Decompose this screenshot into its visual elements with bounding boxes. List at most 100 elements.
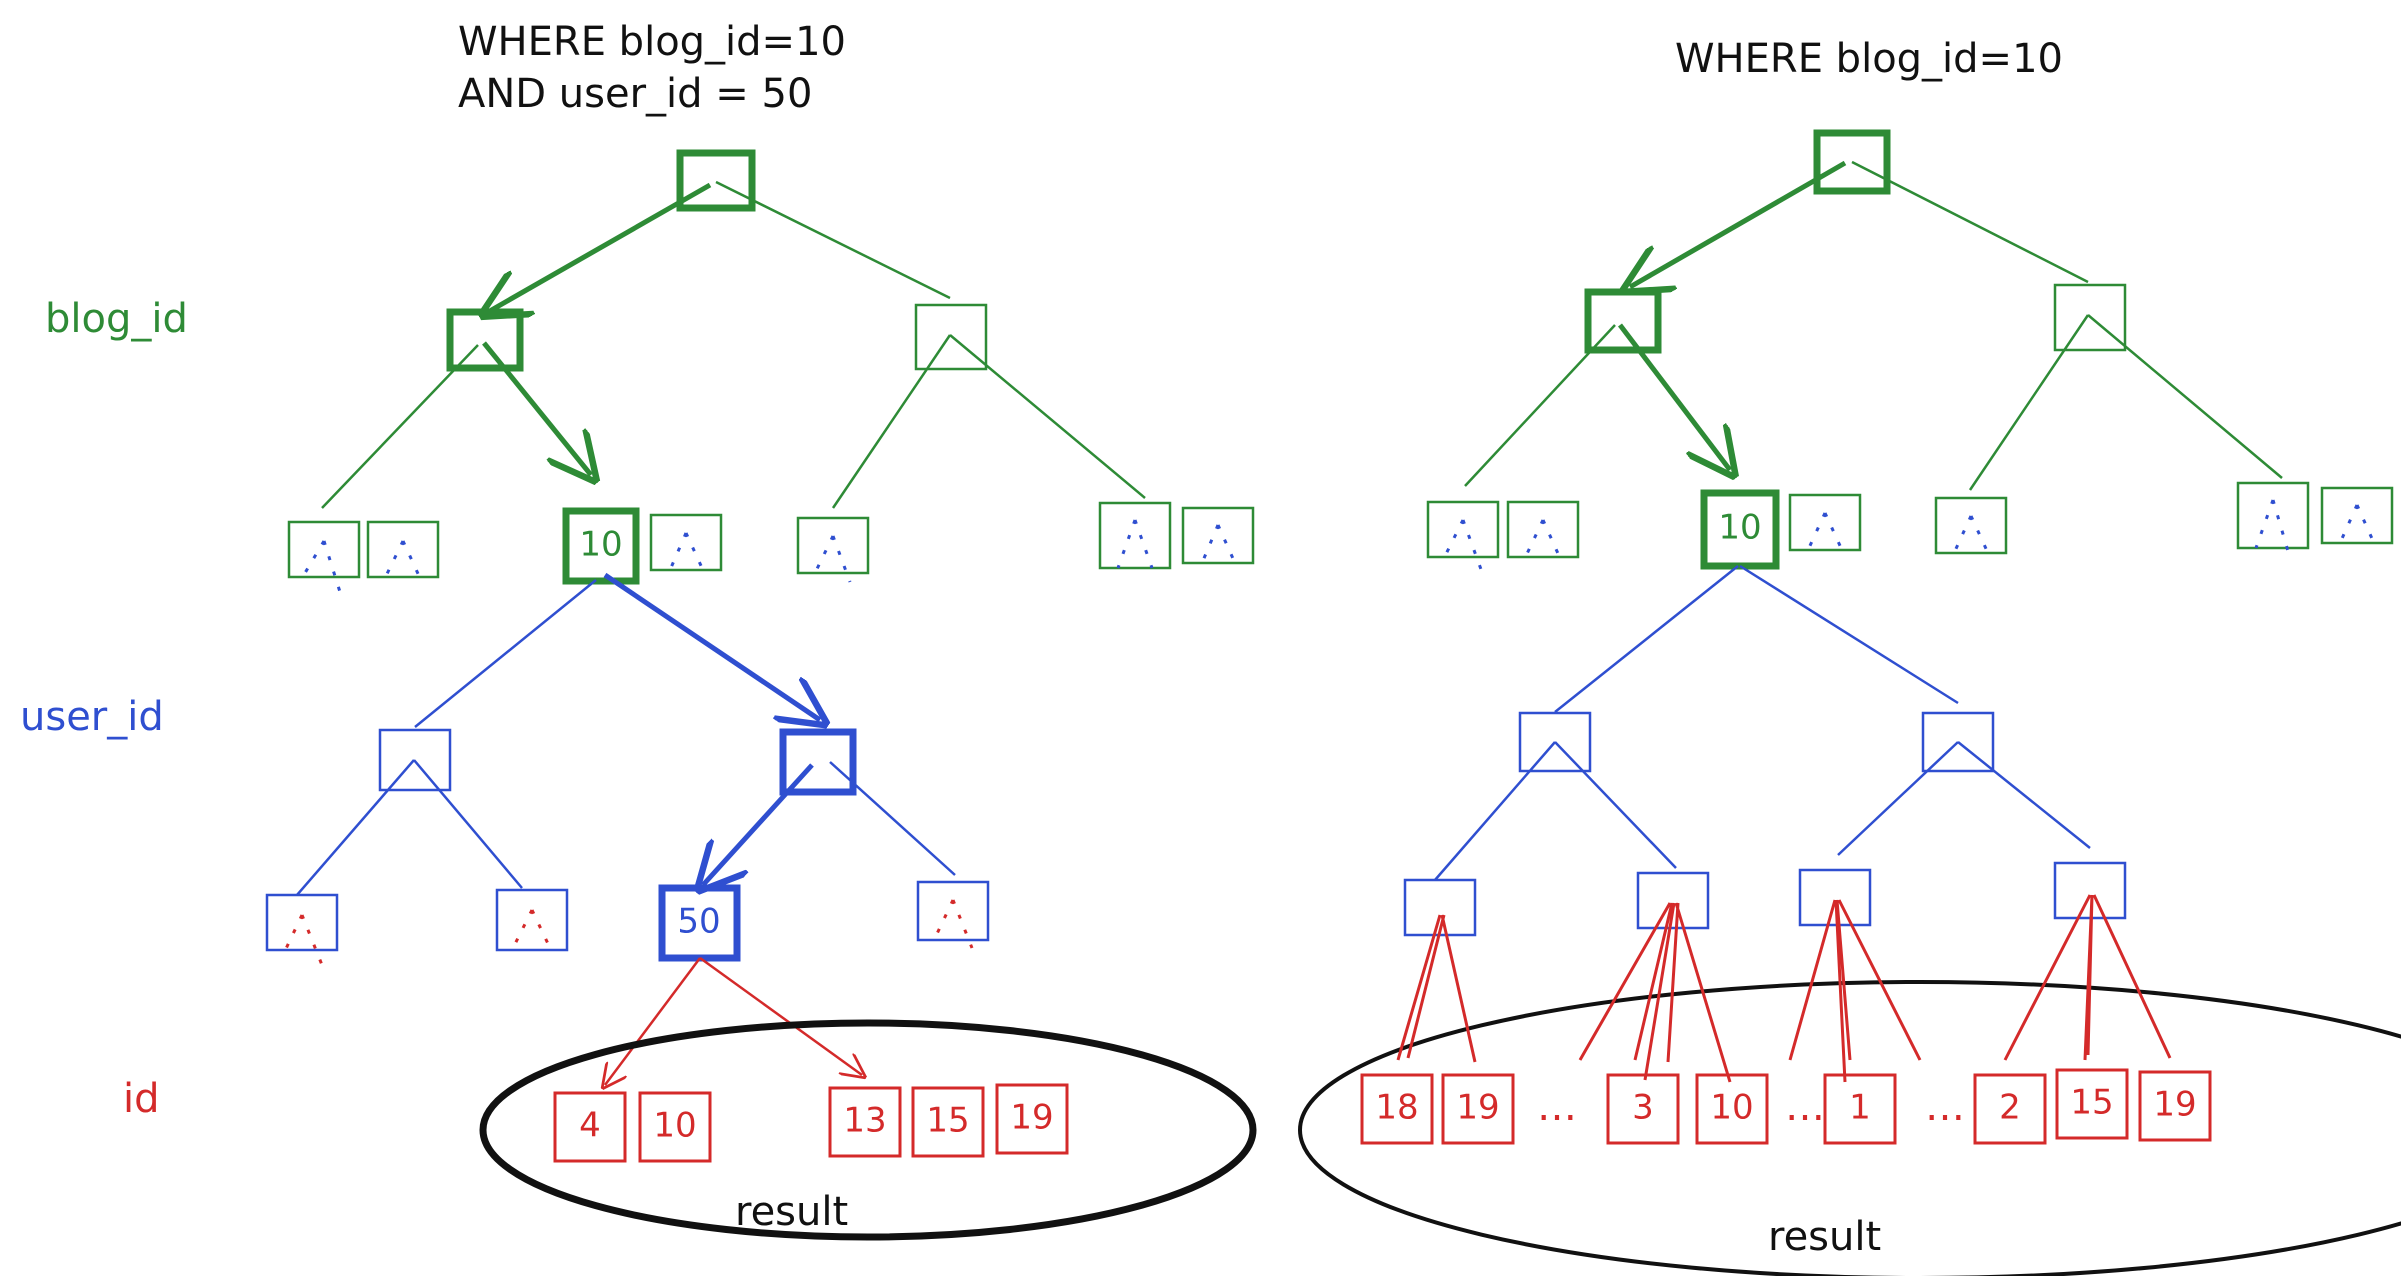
left-blog-leaf-dots — [300, 519, 1237, 593]
level-label-blog-id: blog_id — [45, 296, 188, 342]
right-id-box — [1823, 1073, 1897, 1145]
right-id-ellipsis: … — [1925, 1084, 1965, 1130]
left-blog-leaf-6 — [1181, 506, 1255, 565]
right-l2-right-node — [2053, 283, 2127, 352]
right-id-edges — [1396, 894, 2172, 1083]
right-user-leaf-3 — [1798, 868, 1872, 927]
left-l2-left-node — [446, 308, 524, 372]
left-l2-right-node — [914, 303, 988, 371]
right-id-value: 19 — [2153, 1085, 2196, 1125]
left-query-line-1: WHERE blog_id=10 — [458, 19, 846, 65]
left-user-node-right — [779, 728, 857, 796]
left-user-leaf-3 — [916, 880, 990, 942]
left-id-arrow-right — [699, 956, 862, 1075]
left-id-box — [638, 1091, 712, 1163]
right-id-row: 18 19 … 3 10 … 1 … 2 15 19 — [1360, 1068, 2212, 1145]
left-user-node-50-value: 50 — [677, 902, 720, 942]
right-user-left-edge-b — [1554, 741, 1677, 869]
left-blog-leaf-3 — [649, 513, 723, 572]
right-id-box — [2138, 1070, 2212, 1142]
right-root-arrow — [1630, 160, 1847, 287]
left-id-box — [828, 1086, 902, 1158]
right-id-value: 18 — [1375, 1088, 1418, 1128]
right-l2-arrow — [1618, 323, 1730, 470]
right-l2-left-edge — [1464, 324, 1616, 487]
right-id-ellipsis: … — [1785, 1084, 1825, 1130]
level-label-user-id: user_id — [20, 694, 164, 740]
right-id-value: 3 — [1632, 1088, 1654, 1128]
left-l2-arrow — [482, 341, 591, 475]
left-id-box — [911, 1086, 985, 1158]
left-id-value: 13 — [843, 1101, 886, 1141]
right-id-box — [1441, 1073, 1515, 1145]
right-user-leaf-2 — [1636, 871, 1710, 930]
left-user-left-edge-b — [413, 759, 523, 889]
right-blog-leaf-6 — [2320, 486, 2394, 545]
right-id-value: 2 — [1999, 1088, 2021, 1128]
right-result-ellipse — [1298, 980, 2401, 1276]
left-id-value: 19 — [1010, 1098, 1053, 1138]
left-id-row: 4 10 13 15 19 — [553, 1083, 1069, 1163]
left-blog-leaf-2 — [366, 520, 440, 579]
right-diagram: WHERE blog_id=10 10 — [1298, 36, 2401, 1276]
left-l2-right-edge-b — [949, 334, 1146, 499]
left-user-arrow-2 — [703, 763, 814, 885]
right-user-edge-left — [1554, 565, 1739, 713]
right-id-value: 10 — [1710, 1088, 1753, 1128]
left-l2-left-edge — [321, 344, 479, 509]
left-id-value: 10 — [653, 1106, 696, 1146]
right-id-value: 19 — [1456, 1088, 1499, 1128]
left-user-leaf-dots — [281, 899, 974, 966]
left-user-edge-left — [414, 579, 597, 728]
left-id-value: 15 — [926, 1101, 969, 1141]
right-user-edge-right — [1739, 564, 1959, 705]
right-id-box — [2055, 1068, 2129, 1140]
left-id-arrow-left — [605, 957, 702, 1085]
left-user-left-edge-a — [296, 759, 415, 896]
right-id-ellipsis: … — [1537, 1084, 1577, 1130]
left-root-arrow — [488, 182, 712, 312]
left-user-leaf-2 — [495, 888, 569, 952]
right-query-line-1: WHERE blog_id=10 — [1675, 36, 2063, 82]
right-id-value: 1 — [1849, 1088, 1871, 1128]
left-user-node-left — [378, 728, 452, 792]
right-user-node-right — [1921, 711, 1995, 773]
right-user-node-left — [1518, 711, 1592, 773]
left-l2-right-edge-a — [831, 334, 952, 509]
right-blog-leaf-5 — [2236, 481, 2310, 550]
left-id-box — [995, 1083, 1069, 1155]
left-diagram: WHERE blog_id=10 AND user_id = 50 10 — [265, 19, 1257, 1241]
left-blog-leaf-4 — [796, 516, 870, 575]
right-id-value: 15 — [2070, 1083, 2113, 1123]
left-result-label: result — [735, 1189, 848, 1235]
left-user-leaf-1 — [265, 893, 339, 952]
right-result-label: result — [1768, 1214, 1881, 1260]
left-id-box — [553, 1091, 627, 1163]
right-blog-leaf-3 — [1788, 493, 1862, 552]
left-blog-leaf-5 — [1098, 501, 1172, 570]
level-label-id: id — [123, 1076, 160, 1122]
left-user-arrow-1 — [603, 572, 820, 720]
right-id-box — [1360, 1073, 1434, 1145]
left-query-line-2: AND user_id = 50 — [458, 71, 812, 117]
right-root-node — [1813, 129, 1891, 195]
left-result-ellipse — [479, 1019, 1257, 1241]
right-blog-leaf-4 — [1934, 496, 2008, 555]
right-id-box — [1695, 1073, 1769, 1145]
right-id-box — [1973, 1073, 2047, 1145]
left-root-right-edge — [715, 180, 951, 300]
right-user-right-edge-a — [1837, 741, 1959, 856]
right-l2-right-edge-b — [2087, 314, 2283, 479]
right-l2-left-node — [1584, 288, 1662, 354]
right-user-left-edge-a — [1434, 741, 1556, 881]
right-root-right-edge — [1851, 160, 2089, 284]
right-user-right-edge-b — [1957, 741, 2091, 849]
right-l2-right-edge-a — [1968, 314, 2090, 491]
left-id-value: 4 — [579, 1106, 601, 1146]
left-user-right-edge — [829, 761, 956, 876]
right-blog-node-10-value: 10 — [1718, 508, 1761, 548]
left-blog-node-10-value: 10 — [579, 525, 622, 565]
right-blog-leaf-2 — [1506, 500, 1580, 559]
right-id-box — [1606, 1073, 1680, 1145]
